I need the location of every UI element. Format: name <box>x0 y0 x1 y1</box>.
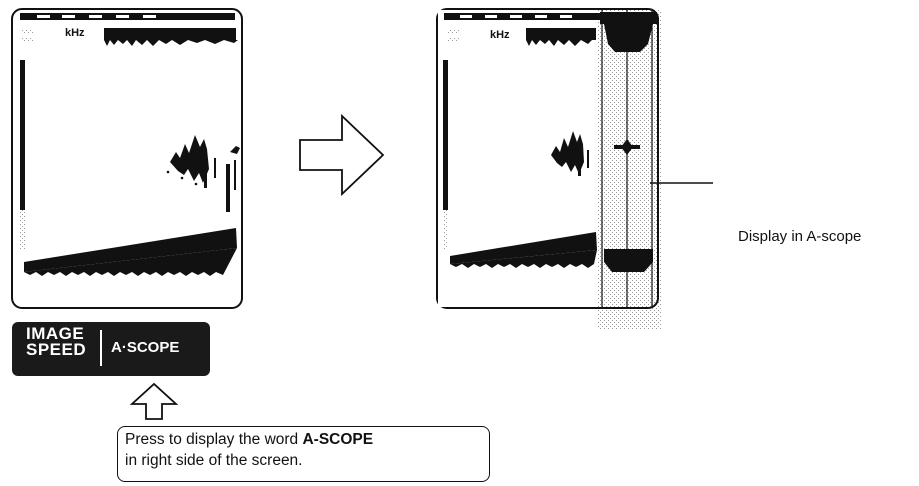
softkey-bar: IMAGE SPEED A·SCOPE <box>12 322 210 376</box>
right-echogram-screen <box>437 9 661 329</box>
a-scope-annotation-label: Display in A-scope <box>738 228 861 245</box>
left-khz-label: kHz <box>65 27 85 39</box>
right-arrow-icon <box>300 116 383 194</box>
callout-text-part1: Press to display the word <box>125 431 302 448</box>
instruction-callout: Press to display the word A-SCOPE in rig… <box>117 426 490 482</box>
callout-text-part2: in right side of the screen. <box>125 452 303 469</box>
right-khz-label: kHz <box>490 29 510 41</box>
left-color-scale-bar <box>20 13 235 20</box>
up-arrow-icon <box>132 384 176 419</box>
image-speed-button[interactable]: IMAGE SPEED <box>26 326 86 358</box>
image-speed-line2: SPEED <box>26 342 86 358</box>
a-scope-button[interactable]: A·SCOPE <box>111 339 179 356</box>
button-divider <box>100 330 102 366</box>
left-echogram-screen <box>12 9 242 308</box>
callout-text-bold: A-SCOPE <box>302 431 373 448</box>
a-scope-bottom-echo <box>604 249 653 272</box>
